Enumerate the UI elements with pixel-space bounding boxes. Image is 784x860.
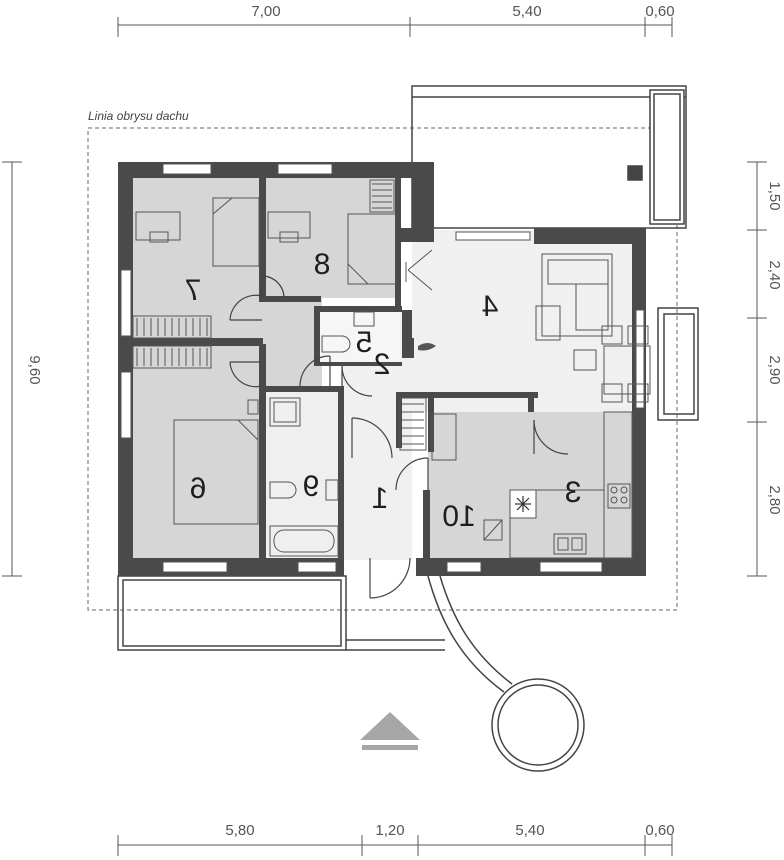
top-dimension-line	[117, 17, 673, 37]
right-dim-2: 2,40	[766, 260, 783, 289]
right-dimension-line	[747, 161, 767, 577]
right-dim-3: 2,90	[766, 355, 783, 384]
bottom-dim-3: 5,40	[515, 822, 544, 839]
garden-path	[427, 575, 585, 772]
room-number-4: 4	[482, 290, 499, 323]
terrace-bottom	[117, 575, 445, 651]
room-number-8: 8	[314, 248, 331, 281]
right-dim-1: 1,50	[766, 181, 783, 210]
windows	[120, 163, 645, 573]
roof-outline-label: Linia obrysu dachu	[88, 109, 189, 123]
left-dimension-line	[2, 161, 22, 577]
top-dim-1: 7,00	[251, 3, 280, 20]
bottom-dim-4: 0,60	[645, 822, 674, 839]
doors	[229, 275, 569, 599]
entrance-arrow-icon	[360, 712, 420, 750]
room-number-2: 2	[374, 348, 391, 381]
bottom-dim-2: 1,20	[375, 822, 404, 839]
room-numbers: 1 2 3 4 5 6 7 8 9 10	[185, 248, 582, 533]
terrace-top	[411, 85, 687, 229]
room-number-3: 3	[565, 476, 582, 509]
room-number-5: 5	[356, 326, 373, 359]
bottom-dimension-line	[117, 835, 673, 856]
room-number-6: 6	[190, 472, 207, 505]
top-dim-2: 5,40	[512, 3, 541, 20]
terrace-right	[657, 307, 699, 421]
roof-outline	[87, 127, 678, 611]
room-number-7: 7	[185, 274, 202, 307]
right-dim-4: 2,80	[766, 485, 783, 514]
room-number-1: 1	[372, 482, 389, 515]
room-number-10: 10	[442, 500, 475, 533]
furniture	[132, 179, 651, 559]
fridge-icon	[515, 496, 531, 512]
room-number-9: 9	[303, 470, 320, 503]
top-dim-3: 0,60	[645, 3, 674, 20]
bottom-dim-1: 5,80	[225, 822, 254, 839]
left-dim-1: 9,60	[26, 355, 43, 384]
inner-walls	[133, 178, 538, 558]
